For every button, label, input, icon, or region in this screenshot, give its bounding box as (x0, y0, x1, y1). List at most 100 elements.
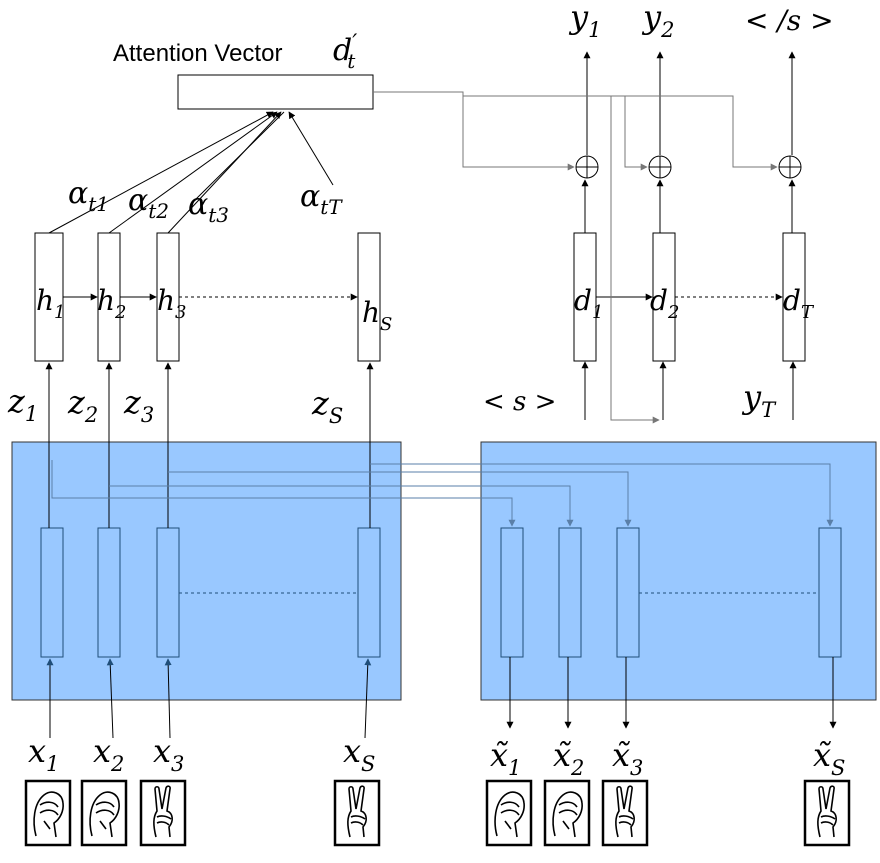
alpha-label-2-base: α (128, 183, 148, 218)
hand-sign-a-icon (24, 779, 72, 847)
encoder-hidden-box-s (357, 232, 381, 362)
reconstruction-label-3-sub: 3 (630, 756, 643, 780)
alpha-label-1-sub: t1 (88, 192, 109, 216)
input-arrow-s (364, 658, 372, 739)
alpha-line-3 (167, 111, 282, 234)
input-label-1: x1 (28, 732, 59, 776)
decoder-hidden-label-2-sub: 2 (667, 302, 679, 323)
input-label-4-sub: S (361, 752, 375, 776)
attention-symbol-base: d (333, 33, 352, 68)
encoder-block (11, 441, 402, 701)
reconstruction-label-2-base: x̃ (553, 736, 572, 774)
decoder-input-label-2: yT (741, 378, 777, 422)
decoder-hidden-label-2: d2 (650, 284, 679, 323)
output-label-1: y1 (568, 0, 601, 42)
decoder-hidden-box-t (782, 232, 806, 362)
alpha-label-2-sub: t2 (148, 199, 169, 223)
decoder-input-label-1-base: < s > (483, 387, 556, 417)
alpha-label-4: αtT (300, 179, 343, 219)
encoder-hidden-label-3: h3 (157, 284, 187, 323)
latent-label-4-sub: S (329, 404, 343, 428)
hand-sign-v-icon (803, 779, 851, 847)
reconstruction-block (480, 441, 877, 701)
alpha-label-3-base: α (188, 187, 208, 222)
reconstruction-label-2-sub: 2 (570, 756, 584, 780)
reconstruction-label-1-base: x̃ (490, 736, 509, 774)
alpha-line-1 (48, 111, 274, 234)
feedback-line (600, 95, 660, 424)
decoder-hidden-label-3-base: d (783, 284, 801, 317)
decoder-input-label-2-base: y (741, 378, 762, 416)
decoder-hidden-label-1: d1 (574, 284, 603, 323)
input-label-2-base: x (93, 732, 111, 770)
latent-label-2-sub: 2 (84, 403, 98, 427)
latent-label-1-base: z (7, 382, 26, 420)
latent-label-4: zS (311, 384, 343, 428)
encoder-hidden-label-1-base: h (36, 284, 54, 317)
alpha-label-1: αt1 (68, 176, 109, 216)
decoder-hidden-label-3: dT (783, 284, 815, 323)
reconstruction-label-1-sub: 1 (508, 756, 521, 780)
output-label-2: y2 (641, 0, 674, 42)
latent-label-4-base: z (311, 384, 330, 422)
hand-sign-a-icon (543, 779, 591, 847)
encoder-hidden-label-4-base: h (362, 296, 380, 329)
alpha-label-3: αt3 (188, 187, 229, 227)
alpha-label-4-sub: tT (320, 195, 343, 219)
attention-symbol-sub: t (347, 49, 356, 73)
decoder-hidden-label-3-sub: T (801, 302, 815, 323)
latent-label-3-base: z (123, 383, 142, 421)
recon-cell-s (818, 527, 842, 658)
recon-cell-1 (500, 527, 524, 658)
encoder-hidden-label-4-sub: S (380, 314, 392, 335)
input-label-4-base: x (343, 732, 361, 770)
output-label-2-sub: 2 (660, 18, 674, 42)
decoder-hidden-label-1-sub: 1 (592, 302, 603, 323)
encoder-hidden-label-4: hS (362, 296, 392, 335)
encoder-hidden-label-2: h2 (97, 284, 127, 323)
reconstruction-label-1: x̃1 (490, 736, 521, 780)
decoder-hidden-label-2-base: d (650, 284, 668, 317)
input-arrow-3 (164, 658, 172, 739)
alpha-line-2 (108, 111, 278, 234)
cross-line-s (370, 463, 834, 527)
output-label-3-base: < /s > (745, 4, 834, 37)
encoder-hidden-label-1: h1 (36, 284, 66, 323)
encoder-hidden-label-3-base: h (157, 284, 175, 317)
output-label-3: < /s > (745, 4, 834, 37)
input-label-2-sub: 2 (110, 752, 124, 776)
encoder-cell-1 (40, 527, 64, 658)
reconstruction-label-2: x̃2 (553, 736, 584, 780)
input-label-4: xS (343, 732, 375, 776)
output-label-1-base: y (568, 0, 589, 36)
latent-label-1: z1 (7, 382, 38, 426)
decoder-hidden-label-1-base: d (574, 284, 592, 317)
alpha-label-3-sub: t3 (208, 203, 229, 227)
attention-symbol-prime: ′ (352, 31, 357, 56)
input-label-1-sub: 1 (46, 752, 59, 776)
latent-label-3: z3 (123, 383, 154, 427)
encoder-hidden-label-1-sub: 1 (54, 302, 65, 323)
context-line-2 (463, 95, 648, 171)
latent-label-2: z2 (67, 383, 98, 427)
reconstruction-label-3: x̃3 (612, 736, 643, 780)
encoder-cell-s (357, 527, 381, 658)
alpha-line-t (288, 111, 334, 186)
hand-sign-a-icon (485, 779, 533, 847)
context-line-3 (625, 95, 778, 171)
context-line-1 (373, 91, 575, 171)
input-label-2: x2 (93, 732, 124, 776)
recon-cell-2 (558, 527, 582, 658)
encoder-hidden-label-3-sub: 3 (175, 302, 186, 323)
reconstruction-label-3-base: x̃ (612, 736, 631, 774)
cross-line-1 (51, 460, 516, 527)
input-label-3-sub: 3 (171, 752, 184, 776)
input-label-3: x3 (153, 732, 184, 776)
hand-sign-v-icon (139, 779, 187, 847)
cross-line-3 (168, 471, 632, 527)
latent-label-3-sub: 3 (141, 403, 154, 427)
decoder-input-label-1: < s > (483, 387, 556, 417)
reconstruction-label-4-sub: S (831, 756, 845, 780)
input-label-3-base: x (153, 732, 171, 770)
